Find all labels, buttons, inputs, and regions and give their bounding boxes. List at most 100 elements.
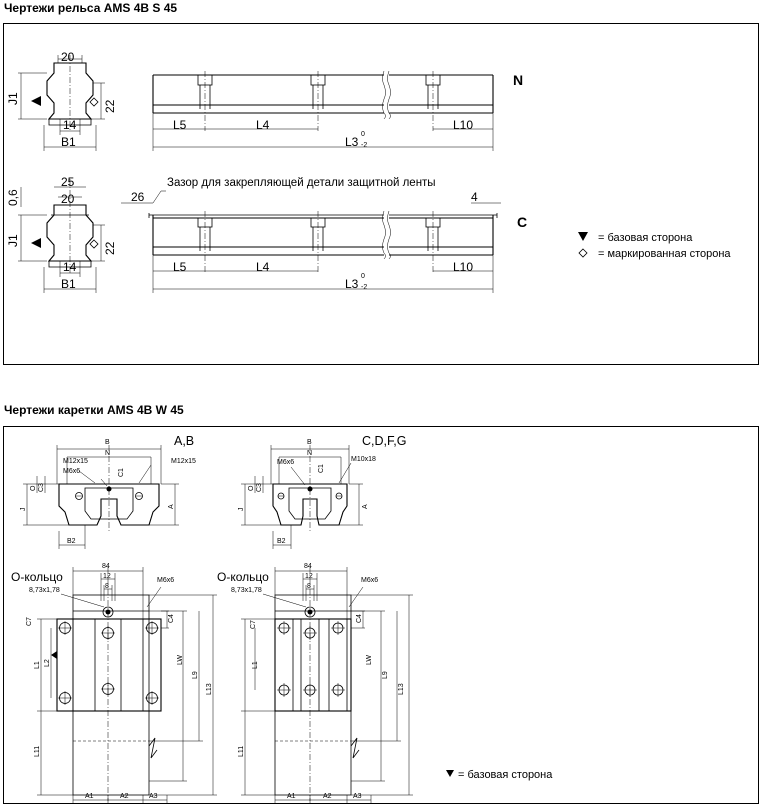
dim-c4-ab: C4 — [168, 614, 175, 623]
variant-ab-label: A,B — [174, 434, 194, 448]
dim-l5-c: L5 — [173, 260, 187, 274]
dim-20-c: 20 — [61, 192, 75, 206]
dim-a3-ab: A3 — [149, 793, 158, 800]
dim-l3-tol-upper: 0 — [361, 131, 365, 138]
dim-c7-cdfg: C7 — [250, 620, 257, 629]
legend-marked-side: = маркированная сторона — [598, 248, 731, 260]
oring-size-cdfg: 8,73x1,78 — [231, 587, 262, 594]
dim-a3-cdfg: A3 — [353, 793, 362, 800]
dim-84-cdfg: 84 — [304, 563, 312, 570]
legend-carriage-base-side: = базовая сторона — [458, 769, 553, 781]
dim-8-cdfg: 8 — [307, 583, 311, 590]
oring-label-cdfg: О-кольцо — [217, 570, 269, 584]
dim-c4-cdfg: C4 — [356, 614, 363, 623]
dim-22: 22 — [103, 99, 117, 113]
rail-technical-drawing: 20 14 B1 J1 22 — [6, 50, 731, 293]
dim-l10-c: L10 — [453, 260, 473, 274]
dim-a2-ab: A2 — [120, 793, 129, 800]
dim-14-c: 14 — [63, 260, 77, 274]
dim-4: 4 — [471, 190, 478, 204]
dim-c3-ab: C3 — [38, 483, 45, 492]
dim-l13-cdfg: L13 — [398, 683, 405, 695]
dim-c1-cdfg: C1 — [318, 464, 325, 473]
base-side-triangle-icon — [578, 232, 588, 241]
dim-c3-cdfg: C3 — [256, 483, 263, 492]
dim-c1-ab: C1 — [118, 468, 125, 477]
dim-l3-tol-lower: -2 — [361, 142, 367, 149]
base-side-triangle-icon — [446, 770, 454, 777]
dim-l9-cdfg: L9 — [382, 671, 389, 679]
thread-m10x18: M10x18 — [351, 456, 376, 463]
dim-25: 25 — [61, 175, 75, 189]
dim-j-ab: J — [20, 508, 27, 512]
dim-l11-cdfg: L11 — [238, 746, 245, 757]
dim-14: 14 — [63, 118, 77, 132]
oring-label-ab: О-кольцо — [11, 570, 63, 584]
dim-l1-cdfg: L1 — [252, 661, 259, 669]
dim-lw-ab: LW — [177, 655, 184, 665]
dim-l4-c: L4 — [256, 260, 270, 274]
dim-l11-ab: L11 — [34, 746, 41, 757]
dim-b2-cdfg: B2 — [277, 538, 286, 545]
dim-20: 20 — [61, 50, 75, 64]
rail-drawing-panel: 20 14 B1 J1 22 — [3, 23, 759, 365]
legend-base-side: = базовая сторона — [598, 232, 693, 244]
variant-cdfg-label: C,D,F,G — [362, 434, 406, 448]
variant-n-label: N — [513, 72, 523, 88]
dim-l10: L10 — [453, 118, 473, 132]
thread-m12x15-left: M12x15 — [63, 458, 88, 465]
dim-o-cdfg: O — [248, 485, 255, 491]
carriage-front-view-cdfg — [241, 445, 363, 549]
rail-profile-c — [18, 179, 105, 293]
dim-b-cdfg: B — [307, 439, 312, 446]
thread-m6x6-cdfg: M6x6 — [277, 459, 294, 466]
dim-b-ab: B — [105, 439, 110, 446]
carriage-technical-drawing: B N A,B M12x15 M6x6 M12x15 C1 J O C3 A B… — [11, 434, 553, 803]
thread-m6x6-top-cdfg: M6x6 — [361, 577, 378, 584]
dim-j-cdfg: J — [238, 508, 245, 512]
dim-a1-cdfg: A1 — [287, 793, 296, 800]
dim-o-ab: O — [30, 485, 37, 491]
thread-m6x6-ab: M6x6 — [63, 468, 80, 475]
dim-a2-cdfg: A2 — [323, 793, 332, 800]
thread-m6x6-top-ab: M6x6 — [157, 577, 174, 584]
dim-84-ab: 84 — [102, 563, 110, 570]
dim-l1-ab: L1 — [34, 661, 41, 669]
rail-drawings-title: Чертежи рельса AMS 4B S 45 — [4, 1, 178, 15]
rail-side-view-c — [121, 190, 501, 293]
carriage-drawings-title: Чертежи каретки AMS 4B W 45 — [4, 403, 184, 417]
dim-a1-ab: A1 — [85, 793, 94, 800]
dim-b1: B1 — [61, 135, 76, 149]
carriage-drawing-panel: B N A,B M12x15 M6x6 M12x15 C1 J O C3 A B… — [3, 426, 759, 804]
dim-lw-cdfg: LW — [366, 655, 373, 665]
rail-side-view-n — [152, 70, 494, 151]
dim-12-cdfg: 12 — [305, 573, 313, 580]
dim-l3: L3 — [345, 135, 359, 149]
dim-8-ab: 8 — [105, 583, 109, 590]
protective-strip-gap-note: Зазор для закрепляющей детали защитной л… — [167, 177, 436, 189]
dim-12-ab: 12 — [103, 573, 111, 580]
dim-n-cdfg: N — [307, 450, 312, 457]
dim-l5: L5 — [173, 118, 187, 132]
dim-b1-c: B1 — [61, 277, 76, 291]
dim-06: 0,6 — [6, 189, 20, 206]
dim-a-cdfg: A — [362, 504, 369, 509]
carriage-top-view-cdfg — [241, 567, 413, 803]
dim-l2-ab: L2 — [44, 659, 51, 667]
dim-26: 26 — [131, 190, 145, 204]
carriage-front-view-ab — [23, 445, 179, 549]
dim-l9-ab: L9 — [192, 671, 199, 679]
dim-l13-ab: L13 — [206, 683, 213, 695]
rail-profile-n — [18, 55, 105, 151]
dim-l3-c: L3 — [345, 277, 359, 291]
dim-n-ab: N — [105, 450, 110, 457]
thread-m12x15-right: M12x15 — [171, 458, 196, 465]
dim-j1: J1 — [6, 92, 20, 105]
dim-l3-c-tol-lower: -2 — [361, 284, 367, 291]
variant-c-label: C — [517, 214, 527, 230]
oring-size-ab: 8,73x1,78 — [29, 587, 60, 594]
dim-22-c: 22 — [103, 241, 117, 255]
dim-l3-c-tol-upper: 0 — [361, 273, 365, 280]
dim-c7-ab: C7 — [26, 617, 33, 626]
dim-j1-c: J1 — [6, 234, 20, 247]
